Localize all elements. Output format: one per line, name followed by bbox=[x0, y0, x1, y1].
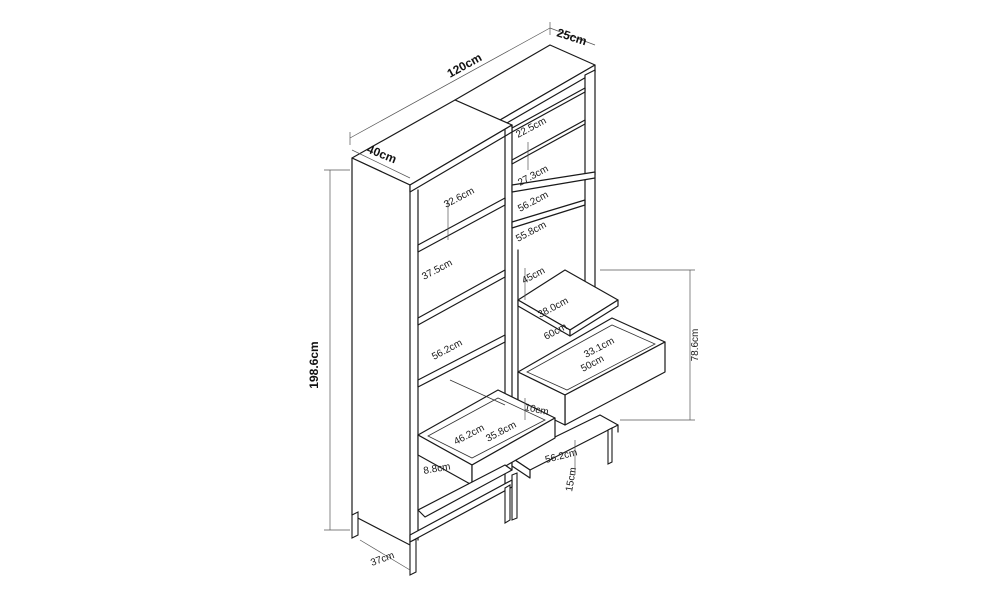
dim-line-top-depth bbox=[549, 27, 596, 46]
right-base bbox=[511, 414, 619, 521]
label-left-drawer-height: 8.8cm bbox=[423, 461, 452, 477]
label-left-shelf-2: 37.5cm bbox=[420, 258, 454, 283]
pullout-tray bbox=[517, 269, 619, 337]
dim-line-side-depth bbox=[351, 149, 411, 179]
right-side-panel bbox=[584, 69, 596, 181]
left-shelf-2 bbox=[417, 269, 506, 326]
label-right-upper-width: 56.2cm bbox=[516, 190, 550, 215]
right-base-front bbox=[511, 457, 531, 479]
left-base-rail bbox=[417, 464, 513, 518]
left-drawer-side bbox=[471, 417, 556, 486]
right-tower bbox=[454, 44, 596, 471]
left-leg-back bbox=[351, 511, 359, 539]
left-side-panel bbox=[351, 157, 411, 546]
left-top-edge bbox=[409, 124, 513, 193]
label-right-section-height: 78.6cm bbox=[690, 329, 701, 362]
left-drawer bbox=[417, 379, 556, 486]
left-leg-front bbox=[409, 538, 417, 576]
left-leg-middle bbox=[504, 484, 511, 524]
left-shelf-1 bbox=[417, 197, 506, 253]
right-drawer bbox=[517, 317, 666, 426]
right-shelf-b bbox=[511, 119, 586, 165]
label-leg-height-right: 15cm bbox=[564, 467, 579, 493]
label-overall-width: 120cm bbox=[445, 50, 484, 80]
left-base bbox=[351, 464, 513, 576]
label-top-depth: 25cm bbox=[555, 26, 589, 49]
right-leg-back bbox=[607, 427, 613, 465]
left-drawer-runner bbox=[449, 379, 506, 406]
left-base-bottom bbox=[409, 479, 513, 543]
right-leg-front bbox=[511, 472, 518, 521]
label-right-drawer-front: 10cm bbox=[523, 402, 549, 418]
label-left-shelf-1: 32.6cm bbox=[442, 186, 476, 211]
dim-line-left-leg bbox=[359, 539, 411, 571]
pullout-tray-side bbox=[569, 299, 619, 337]
label-leg-height-left: 37cm bbox=[369, 550, 396, 569]
left-shelf-3 bbox=[417, 334, 506, 388]
left-drawer-inner bbox=[427, 397, 546, 459]
label-overall-height: 198.6cm bbox=[307, 341, 321, 388]
dim-line-overall-width bbox=[349, 27, 551, 139]
right-drawer-inner bbox=[526, 324, 656, 391]
dimension-lines bbox=[324, 22, 695, 571]
right-drawer-side bbox=[517, 371, 566, 426]
